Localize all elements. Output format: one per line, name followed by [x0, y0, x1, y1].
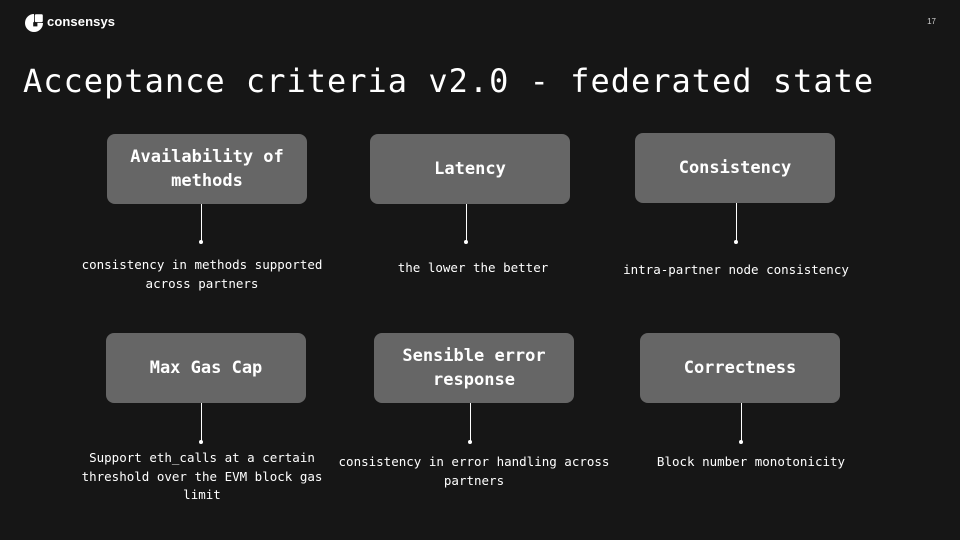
brand-logo: consensys [24, 13, 115, 33]
criterion-card-max-gas-cap: Max Gas Cap [106, 333, 306, 403]
criterion-description-max-gas-cap: Support eth_calls at a certain threshold… [81, 450, 323, 502]
connector-dot [199, 240, 203, 244]
connector-line [741, 403, 742, 442]
connector-line [470, 403, 471, 442]
connector-dot [464, 240, 468, 244]
criterion-card-correctness: Correctness [640, 333, 840, 403]
connector-dot [468, 440, 472, 444]
brand-name: consensys [47, 13, 116, 29]
connector-line [736, 203, 737, 242]
criterion-card-consistency: Consistency [635, 133, 835, 203]
criterion-description-consistency: intra-partner node consistency [623, 262, 849, 277]
criterion-description-latency: the lower the better [397, 260, 549, 275]
criterion-description-availability: consistency in methods supported across … [81, 257, 323, 291]
criterion-card-sensible-error-response: Sensible error response [374, 333, 574, 403]
page-number: 17 [927, 17, 936, 26]
connector-line [201, 403, 202, 442]
criterion-card-latency: Latency [370, 134, 570, 204]
criterion-description-sensible-error-response: consistency in error handling across par… [338, 454, 610, 488]
connector-line [201, 204, 202, 242]
connector-dot [739, 440, 743, 444]
connector-dot [199, 440, 203, 444]
slide-title: Acceptance criteria v2.0 - federated sta… [23, 62, 875, 100]
criterion-description-correctness: Block number monotonicity [656, 454, 846, 469]
consensys-logo-icon [25, 14, 43, 32]
connector-line [466, 204, 467, 242]
connector-dot [734, 240, 738, 244]
criterion-card-availability: Availability of methods [107, 134, 307, 204]
